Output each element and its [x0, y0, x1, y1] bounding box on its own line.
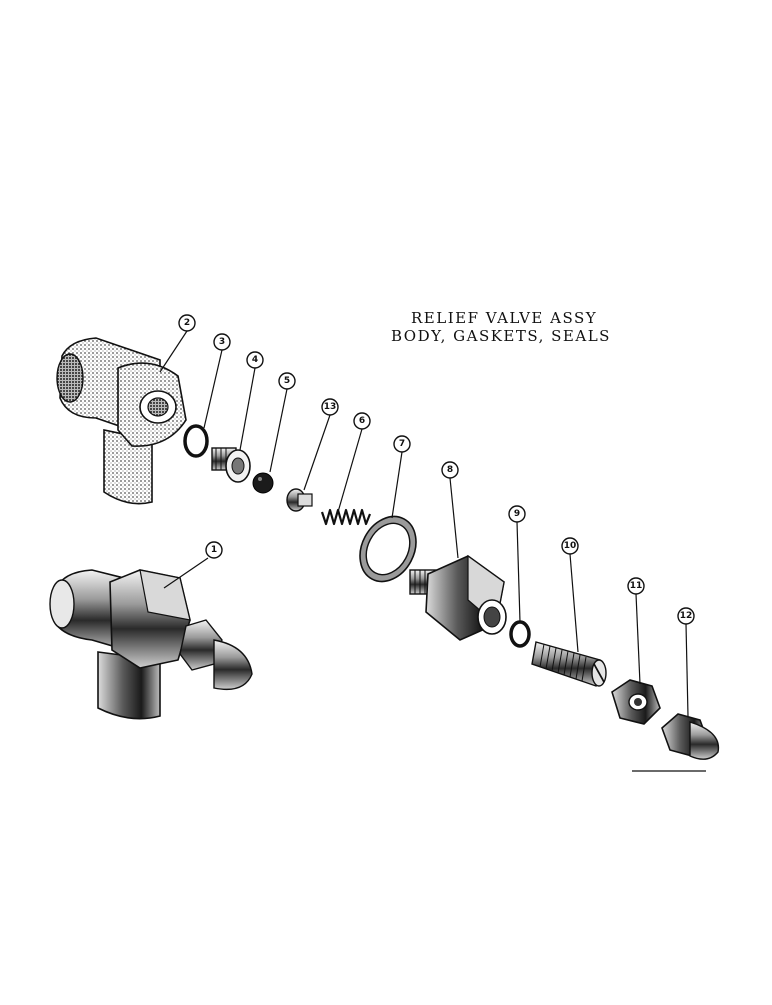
part-6-spring [320, 508, 372, 526]
part-7-gasket [359, 515, 417, 583]
leader-lines [159, 330, 689, 717]
callout-circle-13 [321, 398, 339, 416]
part-5-ball [252, 472, 274, 494]
callout-label-8: 8 [447, 465, 453, 475]
part-3-o-ring [183, 424, 209, 458]
part-2-valve-body [56, 337, 187, 505]
callout-label-6: 6 [359, 416, 365, 426]
part-1-assembly [49, 569, 253, 720]
callout-circle-4 [246, 351, 264, 369]
callout-circle-3 [213, 333, 231, 351]
part-13-guide [286, 488, 313, 512]
callout-circle-10 [561, 537, 579, 555]
callout-circle-7 [393, 435, 411, 453]
callout-label-2: 2 [184, 318, 190, 328]
part-11-hex-nut [611, 679, 661, 725]
part-9-o-ring [509, 620, 531, 648]
part-10-adjusting-screw [531, 641, 607, 687]
diagram-title-line-1: RELIEF VALVE ASSY [411, 309, 598, 327]
callout-circle-12 [677, 607, 695, 625]
callout-label-4: 4 [252, 355, 258, 365]
part-8-adapter-body [409, 554, 507, 641]
callout-circle-2 [178, 314, 196, 332]
callout-label-7: 7 [399, 439, 405, 449]
part-4-valve-seat [211, 447, 251, 483]
callout-circle-1 [205, 541, 223, 559]
callout-label-10: 10 [564, 541, 577, 551]
callout-circle-5 [278, 372, 296, 390]
callout-circle-9 [508, 505, 526, 523]
callout-circle-8 [441, 461, 459, 479]
diagram-title-line-2: BODY, GASKETS, SEALS [391, 327, 611, 345]
callout-label-11: 11 [630, 581, 643, 591]
callout-label-9: 9 [514, 509, 520, 519]
callout-circle-11 [627, 577, 645, 595]
callout-label-12: 12 [680, 611, 693, 621]
callout-label-13: 13 [324, 402, 337, 412]
callout-label-5: 5 [284, 376, 290, 386]
callout-label-3: 3 [219, 337, 225, 347]
callout-label-1: 1 [211, 545, 217, 555]
part-12-cap-nut [661, 713, 720, 760]
callout-circle-6 [353, 412, 371, 430]
part-5-ball-highlight [258, 477, 262, 481]
